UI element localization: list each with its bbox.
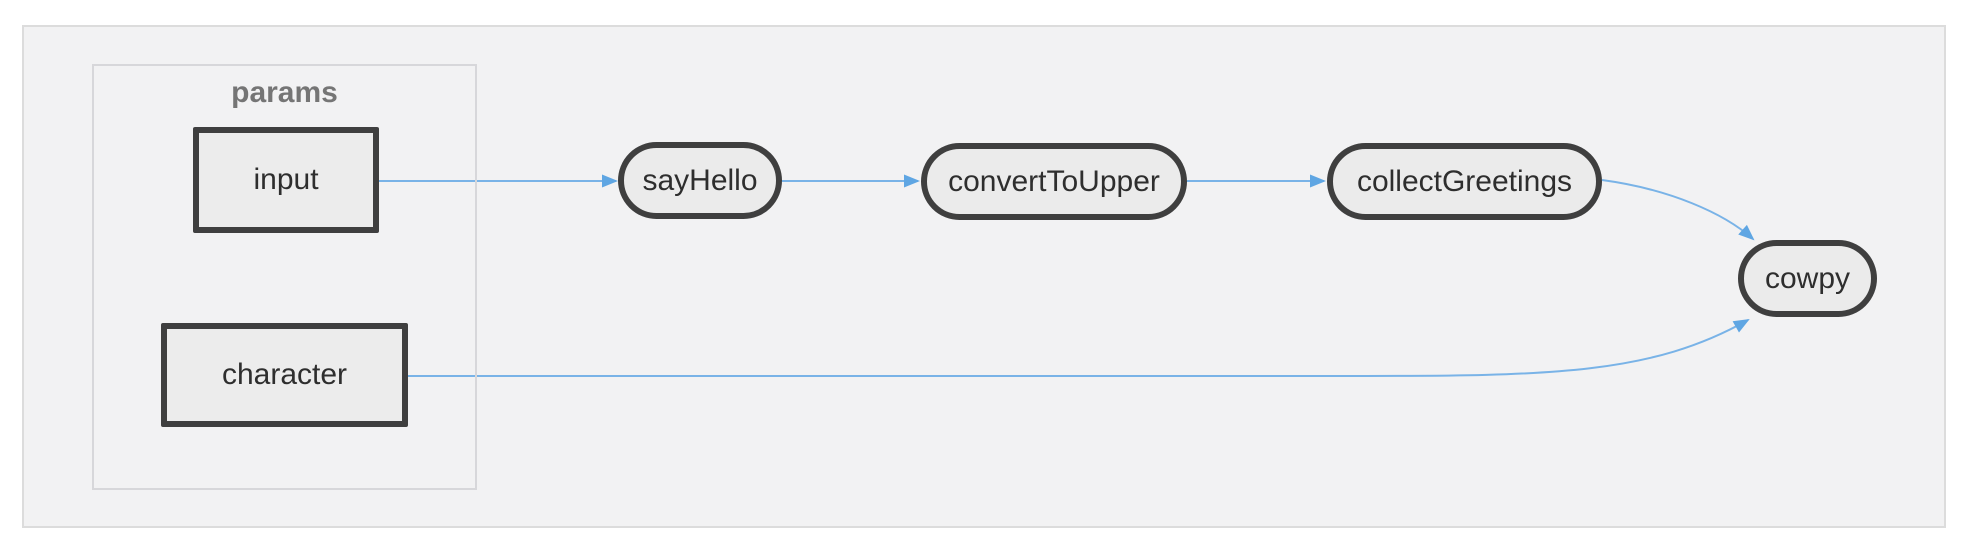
diagram-canvas: params input character sayHello convertT… xyxy=(22,25,1946,528)
node-input-label: input xyxy=(253,163,319,196)
node-sayhello[interactable]: sayHello xyxy=(618,142,782,219)
node-converttoupper[interactable]: convertToUpper xyxy=(921,143,1187,220)
node-collectgreetings-label: collectGreetings xyxy=(1356,164,1573,198)
edge-collectgreetings-cowpy xyxy=(1601,179,1755,241)
node-converttoupper-label: convertToUpper xyxy=(948,164,1160,198)
node-sayhello-label: sayHello xyxy=(642,163,758,197)
node-character-label: character xyxy=(221,358,348,391)
node-input[interactable]: input xyxy=(193,127,379,233)
node-cowpy-label: cowpy xyxy=(1764,261,1851,295)
node-collectgreetings[interactable]: collectGreetings xyxy=(1327,143,1602,220)
edge-character-cowpy xyxy=(408,319,1750,377)
node-character[interactable]: character xyxy=(161,323,408,427)
params-group-label: params xyxy=(231,76,338,109)
node-cowpy[interactable]: cowpy xyxy=(1738,240,1877,317)
params-group: params xyxy=(92,64,477,490)
